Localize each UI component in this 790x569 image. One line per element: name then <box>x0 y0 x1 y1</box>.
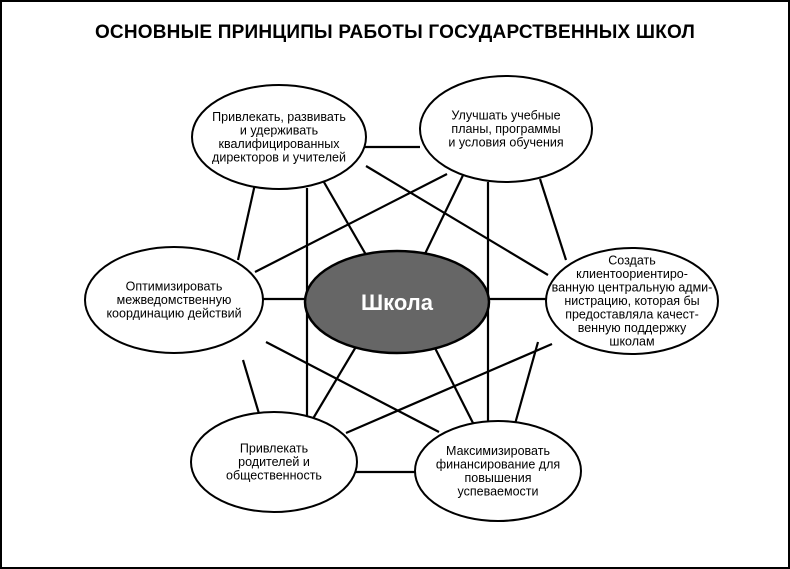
node-label-line: венную поддержку <box>578 321 687 335</box>
connector-line-16 <box>421 166 468 261</box>
node-label-line: финансирование для <box>436 457 560 471</box>
page-title: ОСНОВНЫЕ ПРИНЦИПЫ РАБОТЫ ГОСУДАРСТВЕННЫХ… <box>94 22 696 43</box>
node-label-line: координацию действий <box>106 307 241 321</box>
center-label: Школа <box>361 290 434 315</box>
node-label-line: повышения <box>465 471 532 485</box>
node-label-line: предоставляла качест- <box>565 308 699 322</box>
node-ellipse-right <box>545 247 719 355</box>
connector-line-9 <box>345 342 553 435</box>
node-label-line: Максимизировать <box>446 444 550 458</box>
node-ellipse-left <box>84 246 264 354</box>
node-label-line: ванную центральную адми- <box>552 281 713 295</box>
connector-line-12 <box>265 341 440 433</box>
node-label-line: успеваемости <box>458 484 539 498</box>
node-label-line: межведомственную <box>117 293 232 307</box>
node-left: Оптимизироватьмежведомственнуюкоординаци… <box>84 246 264 354</box>
center-ellipse <box>303 249 491 355</box>
node-ellipse-bottom-right <box>414 420 582 522</box>
node-ellipse-top-left <box>191 84 367 190</box>
node-ellipse-bottom-left <box>190 411 358 513</box>
node-label-line: клиентоориентиро- <box>576 267 688 281</box>
node-label-line: школам <box>609 335 654 349</box>
center-node-school: Школа <box>303 249 491 355</box>
node-label-line: квалифицированных <box>218 137 340 151</box>
connector-line-6 <box>538 178 568 261</box>
node-label-line: планы, программы <box>451 122 560 136</box>
connector-line-8 <box>241 359 262 418</box>
connector-line-2 <box>236 183 257 261</box>
node-label-line: и удерживать <box>240 123 318 137</box>
connector-line-3 <box>365 165 549 276</box>
node-label-line: Оптимизировать <box>126 280 223 294</box>
node-label-line: Привлекать, развивать <box>212 110 346 124</box>
connector-line-18 <box>434 347 475 426</box>
node-label-line: Привлекать <box>240 442 308 456</box>
node-label-line: нистрацию, которая бы <box>564 294 699 308</box>
connector-line-5 <box>254 173 448 273</box>
node-label-line: Улучшать учебные <box>451 109 560 123</box>
connector-line-15 <box>320 176 370 261</box>
node-label-line: Создать <box>608 254 656 268</box>
node-ellipse-top-right <box>419 75 593 183</box>
node-label-line: директоров и учителей <box>212 150 346 164</box>
node-label-line: общественность <box>226 469 322 483</box>
node-label-line: и условия обучения <box>448 136 563 150</box>
connector-line-17 <box>310 344 358 423</box>
connector-line-11 <box>513 341 540 425</box>
node-label-line: родителей и <box>238 455 310 469</box>
